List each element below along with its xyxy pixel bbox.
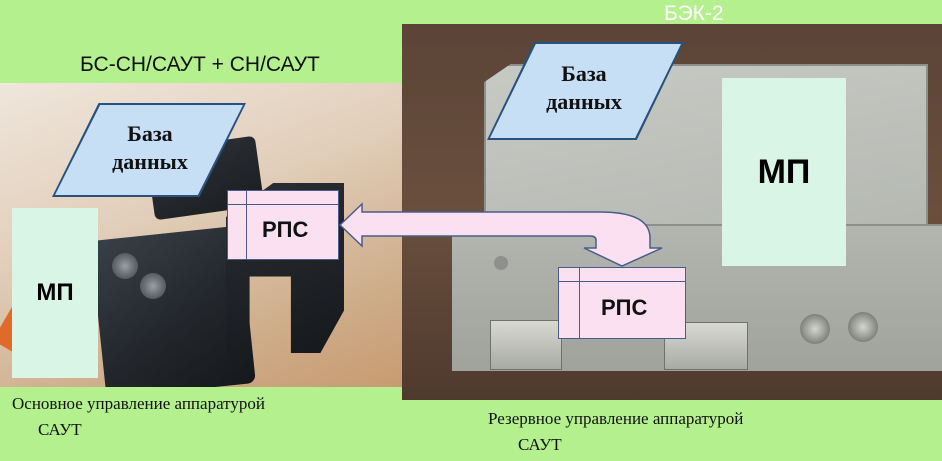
rps-label-left: РПС <box>262 217 309 242</box>
rps-box-right: РПС <box>558 267 686 339</box>
caption-right: Резервное управление аппаратурой САУТ <box>488 406 743 458</box>
caption-left-line2: САУТ <box>38 420 82 439</box>
caption-right-line1: Резервное управление аппаратурой <box>488 409 744 428</box>
database-label-right: База данных <box>514 60 654 116</box>
rps-box-left: РПС <box>227 190 339 260</box>
rps-label-right: РПС <box>601 295 648 320</box>
caption-left: Основное управление аппаратурой САУТ <box>12 391 265 443</box>
database-label-line2: данных <box>546 89 622 114</box>
bolt-icon <box>494 256 508 270</box>
database-label-line1: База <box>127 121 173 146</box>
mp-box-right: МП <box>722 78 846 266</box>
caption-left-line1: Основное управление аппаратурой <box>12 394 265 413</box>
right-title: БЭК-2 <box>664 2 724 25</box>
plug-connector <box>490 320 562 370</box>
database-label-line2: данных <box>112 149 188 174</box>
mp-box-left: МП <box>12 208 98 378</box>
database-label-left: База данных <box>70 120 230 176</box>
database-label-line1: База <box>561 61 607 86</box>
connector <box>112 253 138 279</box>
caption-right-line2: САУТ <box>518 435 562 454</box>
round-connector <box>800 314 830 344</box>
left-title: БС-СН/САУТ + СН/САУТ <box>80 53 320 76</box>
round-connector <box>848 312 878 342</box>
connector <box>140 273 166 299</box>
